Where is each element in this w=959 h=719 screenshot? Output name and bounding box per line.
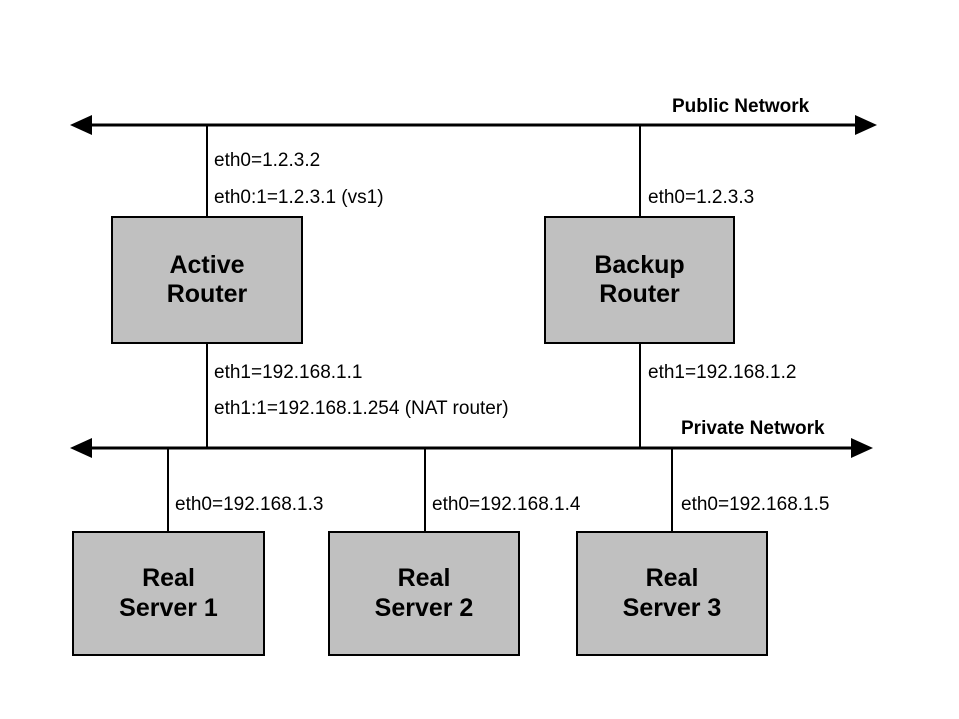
node-real-server-1-line2: Server 1 (119, 593, 218, 622)
private-network-left-arrowhead (70, 438, 92, 458)
node-real-server-1-line1: Real (142, 564, 195, 592)
node-real-server-3-line2: Server 3 (622, 593, 722, 622)
node-real-server-1: Real Server 1 (72, 531, 265, 656)
backup-router-private-eth1-label: eth1=192.168.1.2 (648, 362, 797, 383)
node-real-server-3: Real Server 3 (576, 531, 768, 656)
node-real-server-3-line1: Real (645, 564, 699, 592)
node-active-router: Active Router (111, 216, 303, 344)
real-server-1-eth0-label: eth0=192.168.1.3 (175, 494, 324, 515)
node-backup-router-line1: Backup (594, 250, 685, 279)
node-real-server-2-line2: Server 2 (374, 593, 474, 622)
active-router-public-eth0-label: eth0=1.2.3.2 (214, 150, 321, 171)
public-network-label: Public Network (672, 96, 810, 117)
public-network-right-arrowhead (855, 115, 877, 135)
backup-router-public-eth0-label: eth0=1.2.3.3 (648, 187, 755, 208)
real-server-3-eth0-label: eth0=192.168.1.5 (681, 494, 830, 515)
node-backup-router: Backup Router (544, 216, 735, 344)
node-real-server-2: Real Server 2 (328, 531, 520, 656)
private-network-label: Private Network (681, 418, 825, 439)
node-backup-router-line2: Router (599, 280, 680, 308)
active-router-public-vip-label: eth0:1=1.2.3.1 (vs1) (214, 187, 384, 208)
public-network-bus (70, 115, 877, 135)
node-real-server-2-line1: Real (397, 564, 451, 592)
real-server-2-eth0-label: eth0=192.168.1.4 (432, 494, 581, 515)
node-active-router-line1: Active (169, 250, 245, 279)
active-router-private-nat-label: eth1:1=192.168.1.254 (NAT router) (214, 398, 509, 419)
private-network-bus (70, 438, 873, 458)
private-network-right-arrowhead (851, 438, 873, 458)
public-network-left-arrowhead (70, 115, 92, 135)
active-router-private-eth1-label: eth1=192.168.1.1 (214, 362, 363, 383)
node-active-router-line2: Router (166, 280, 248, 308)
